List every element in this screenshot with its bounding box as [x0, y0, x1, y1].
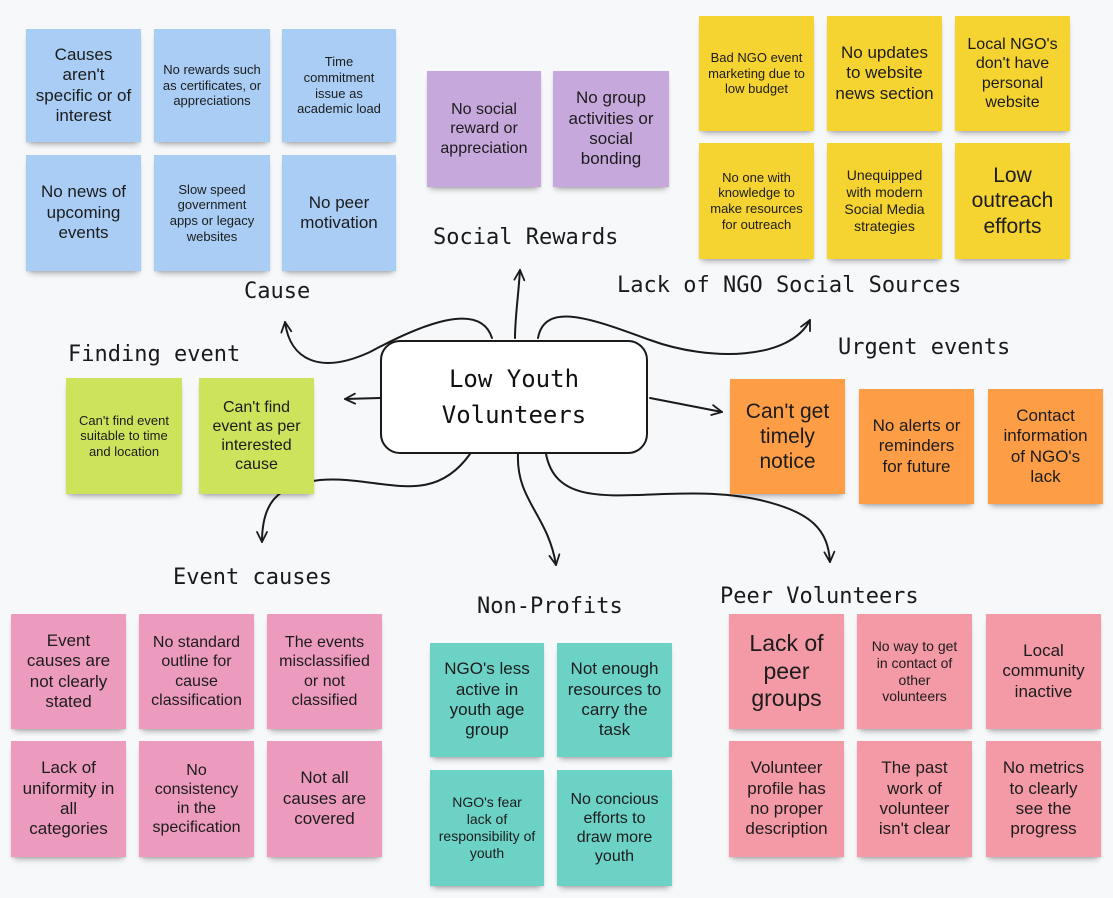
group-label-non-profits: Non-Profits: [477, 594, 623, 619]
sticky-note-cause-4[interactable]: No news of upcoming events: [26, 155, 141, 271]
group-label-peer-volunteers: Peer Volunteers: [720, 584, 919, 609]
sticky-note-ngo-3[interactable]: Local NGO's don't have personal website: [955, 16, 1070, 131]
arrow-to-social-rewards: [513, 269, 526, 339]
sticky-note-nonprofits-4[interactable]: No concious efforts to draw more youth: [557, 770, 672, 886]
central-topic-line-2: Volunteers: [441, 401, 587, 429]
sticky-note-peer-5[interactable]: The past work of volunteer isn't clear: [857, 741, 972, 857]
sticky-note-finding-2[interactable]: Can't find event as per interested cause: [199, 378, 314, 494]
group-label-social-rewards: Social Rewards: [433, 225, 619, 250]
sticky-note-nonprofits-3[interactable]: NGO's fear lack of responsibility of you…: [430, 770, 544, 886]
sticky-note-ngo-4[interactable]: No one with knowledge to make resources …: [699, 143, 814, 259]
sticky-note-social-2[interactable]: No group activities or social bonding: [553, 71, 669, 187]
sticky-note-ngo-6[interactable]: Low outreach efforts: [955, 143, 1070, 259]
sticky-note-cause-1[interactable]: Causes aren't specific or of interest: [26, 29, 141, 142]
sticky-note-cause-2[interactable]: No rewards such as certificates, or appr…: [154, 29, 270, 142]
sticky-note-ngo-1[interactable]: Bad NGO event marketing due to low budge…: [699, 16, 814, 131]
sticky-note-urgent-2[interactable]: No alerts or reminders for future: [859, 389, 974, 504]
sticky-note-nonprofits-1[interactable]: NGO's less active in youth age group: [430, 643, 544, 757]
sticky-note-finding-1[interactable]: Can't find event suitable to time and lo…: [66, 378, 182, 494]
sticky-note-peer-4[interactable]: Volunteer profile has no proper descript…: [729, 741, 844, 857]
arrow-to-non-profits: [516, 453, 561, 566]
sticky-note-peer-6[interactable]: No metrics to clearly see the progress: [986, 741, 1101, 857]
arrow-to-finding-event: [344, 392, 381, 405]
sticky-note-event-causes-3[interactable]: The events misclassified or not classifi…: [267, 614, 382, 729]
sticky-note-peer-3[interactable]: Local community inactive: [986, 614, 1101, 729]
group-label-finding-event: Finding event: [68, 342, 241, 367]
group-label-urgent-events: Urgent events: [838, 335, 1011, 360]
sticky-note-urgent-3[interactable]: Contact information of NGO's lack: [988, 389, 1103, 504]
sticky-note-nonprofits-2[interactable]: Not enough resources to carry the task: [557, 643, 672, 757]
sticky-note-cause-6[interactable]: No peer motivation: [282, 155, 396, 271]
sticky-note-event-causes-4[interactable]: Lack of uniformity in all categories: [11, 741, 126, 857]
central-topic-node[interactable]: Low Youth Volunteers: [380, 340, 648, 454]
central-topic-line-1: Low Youth: [448, 365, 580, 393]
sticky-note-peer-2[interactable]: No way to get in contact of other volunt…: [857, 614, 972, 729]
sticky-note-cause-5[interactable]: Slow speed government apps or legacy web…: [154, 155, 270, 271]
sticky-note-event-causes-2[interactable]: No standard outline for cause classifica…: [139, 614, 254, 729]
arrow-to-urgent-events: [649, 397, 723, 416]
sticky-note-peer-1[interactable]: Lack of peer groups: [729, 614, 844, 729]
sticky-note-ngo-2[interactable]: No updates to website news section: [827, 16, 942, 131]
group-label-cause: Cause: [244, 279, 311, 304]
sticky-note-event-causes-1[interactable]: Event causes are not clearly stated: [11, 614, 126, 729]
sticky-note-event-causes-6[interactable]: Not all causes are covered: [267, 741, 382, 857]
sticky-note-ngo-5[interactable]: Unequipped with modern Social Media stra…: [827, 143, 942, 259]
sticky-note-event-causes-5[interactable]: No consistency in the specification: [139, 741, 254, 857]
sticky-note-social-1[interactable]: No social reward or appreciation: [427, 71, 541, 187]
sticky-note-urgent-1[interactable]: Can't get timely notice: [730, 379, 845, 494]
sticky-note-cause-3[interactable]: Time commitment issue as academic load: [282, 29, 396, 142]
group-label-lack-ngo-social-sources: Lack of NGO Social Sources: [617, 273, 962, 298]
group-label-event-causes: Event causes: [173, 565, 332, 590]
